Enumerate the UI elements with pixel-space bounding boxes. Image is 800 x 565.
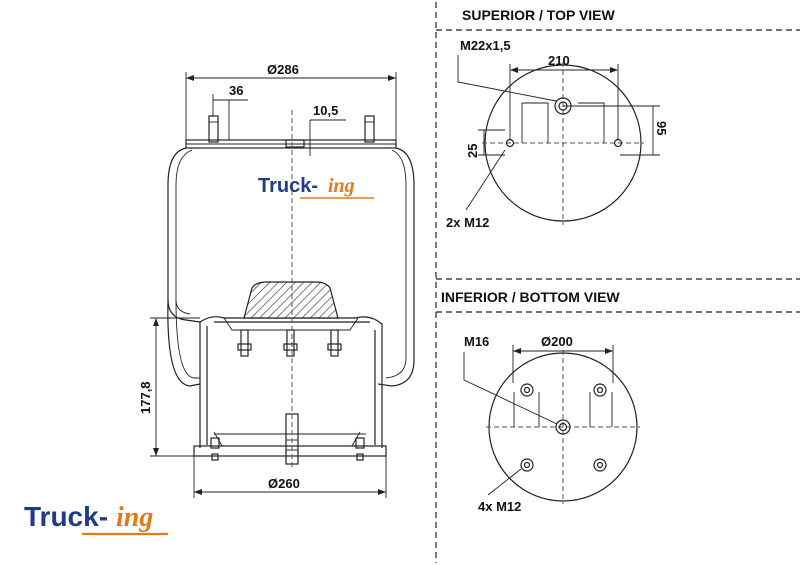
dim-thread-m22: M22x1,5 (460, 38, 511, 53)
part-logo: Truck- ing (258, 175, 374, 199)
top-view-drawing (482, 62, 644, 225)
dim-bottom-studs: 4x M12 (478, 499, 521, 514)
dim-center-m16: M16 (464, 334, 489, 349)
dim-top-diameter: Ø286 (267, 62, 299, 77)
top-view-title: SUPERIOR / TOP VIEW (462, 7, 616, 23)
dim-air-offset: 10,5 (313, 103, 338, 118)
part-logo-text-a: Truck- (258, 175, 318, 197)
dim-offset-vertical: 95 (654, 121, 669, 135)
piston-bolts (237, 329, 342, 357)
bottom-view-title: INFERIOR / BOTTOM VIEW (441, 289, 620, 305)
part-logo-text-b: ing (328, 175, 355, 197)
dim-bottom-diameter: Ø260 (268, 476, 300, 491)
brand-logo-text-a: Truck- (24, 501, 108, 532)
side-view-dimensions (150, 72, 397, 498)
dim-height: 177,8 (138, 381, 153, 414)
dim-bottom-circle: Ø200 (541, 334, 573, 349)
brand-logo: Truck- ing (24, 501, 168, 536)
dim-stud-offset: 36 (229, 83, 243, 98)
dim-stud-spacing: 210 (548, 53, 570, 68)
bottom-view-dimensions (463, 345, 614, 496)
dim-top-studs: 2x M12 (446, 215, 489, 230)
view-separators (435, 2, 800, 563)
side-view-drawing (167, 110, 415, 470)
top-view-dimensions (457, 55, 660, 211)
brand-logo-text-b: ing (116, 502, 153, 533)
bottom-view-drawing (486, 350, 640, 504)
dim-offset-small: 25 (465, 144, 480, 158)
